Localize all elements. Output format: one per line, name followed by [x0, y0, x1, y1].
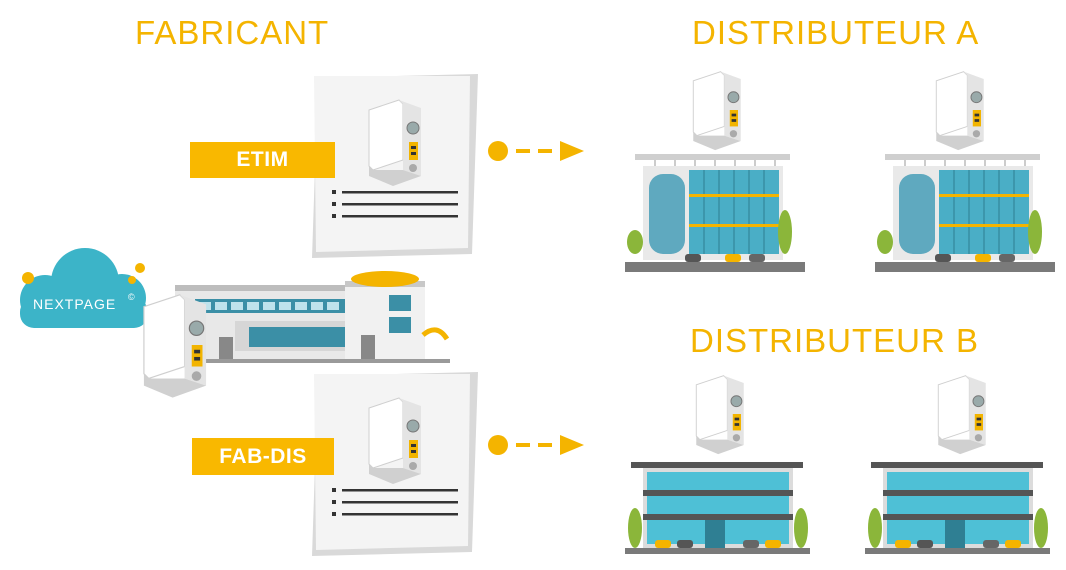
heading-distributor-b: DISTRIBUTEUR B	[690, 322, 980, 359]
nextpage-cloud	[20, 248, 148, 328]
distributor-b-building-2	[865, 462, 1050, 554]
distributor-a-building-1	[625, 154, 805, 272]
heading-manufacturer: FABRICANT	[135, 14, 330, 51]
distributor-a-building-2	[875, 154, 1055, 272]
arrow-to-distributor-b	[488, 435, 584, 455]
breaker-icon-distributor-a-1	[692, 71, 742, 151]
breaker-icon-doc-bottom	[368, 397, 422, 485]
fab-dis-label: FAB-DIS	[192, 438, 334, 475]
doc-lines-bottom	[332, 488, 458, 516]
arrow-to-distributor-a	[488, 141, 584, 161]
gear-icon	[22, 263, 145, 284]
nextpage-brand-label: NEXTPAGE	[33, 296, 117, 312]
breaker-icon-distributor-b-2	[937, 375, 987, 455]
distributor-b-building-1	[625, 462, 810, 554]
etim-label: ETIM	[190, 142, 335, 178]
doc-lines-top	[332, 190, 458, 218]
breaker-icon-distributor-b-1	[695, 375, 745, 455]
nextpage-brand-mark: ©	[128, 292, 135, 302]
breaker-icon-distributor-a-2	[935, 71, 985, 151]
heading-distributor-a: DISTRIBUTEUR A	[692, 14, 980, 51]
breaker-icon-large	[143, 294, 207, 399]
breaker-icon-doc-top	[368, 99, 422, 187]
